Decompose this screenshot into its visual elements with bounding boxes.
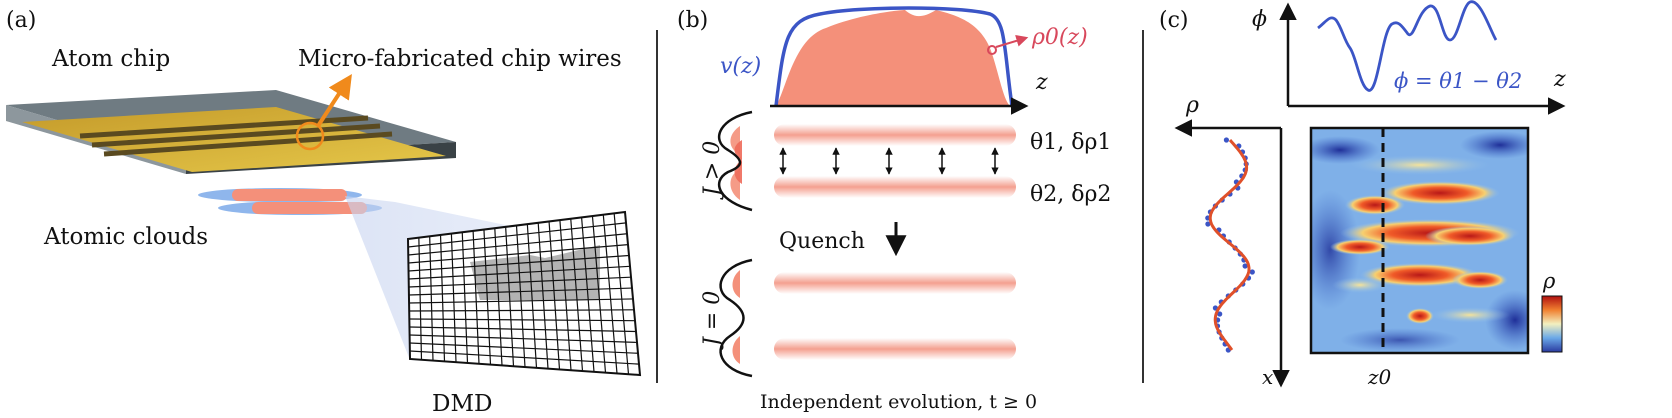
density-profile-fill — [776, 10, 1010, 106]
tunnel-coupling-arrows — [779, 147, 999, 175]
dmd-grid-line — [409, 298, 634, 304]
theta1-label: θ1, δρ1 — [1030, 130, 1111, 155]
dmd-label: DMD — [432, 391, 492, 417]
chip-wire — [91, 123, 381, 148]
density-profile-x — [1205, 137, 1255, 353]
atomic-clouds-label: Atomic clouds — [43, 224, 208, 250]
dmd-grid-line — [581, 217, 595, 372]
condensate-tube-1 — [774, 124, 1016, 146]
dmd-grid-line — [409, 342, 639, 354]
dmd-grid-line — [418, 237, 423, 360]
dmd-grid-line — [515, 225, 526, 368]
dmd-grid-line — [494, 228, 503, 366]
dmd-grid-line — [548, 221, 561, 370]
panel-c: (c) ϕ z ϕ = θ1 − θ2 ρ x — [1159, 0, 1566, 389]
density-fit-curve — [1208, 139, 1251, 351]
chip-wires-label: Micro-fabricated chip wires — [298, 46, 622, 72]
z0-label: z0 — [1367, 365, 1392, 389]
chip-wire — [103, 131, 393, 157]
theta2-label: θ2, δρ2 — [1030, 182, 1111, 207]
density-data-point — [1242, 263, 1248, 269]
dmd-grid-line — [613, 213, 630, 375]
dmd-grid-line — [408, 276, 632, 288]
dmd-grid-line — [505, 226, 515, 367]
colorbar — [1541, 295, 1563, 353]
panel-a: (a) Atom chip Micro-fabricated chip wire… — [6, 8, 642, 417]
dmd-grid-line — [450, 233, 457, 363]
dmd-grid-line — [408, 265, 631, 280]
condensate-tube-3 — [774, 272, 1016, 294]
phase-equation-label: ϕ = θ1 − θ2 — [1394, 69, 1522, 93]
density-data-point — [1249, 269, 1255, 275]
wire-pointer-arrow — [316, 73, 352, 128]
dmd-grid-line — [591, 216, 607, 373]
phi-axis-label: ϕ — [1252, 7, 1267, 32]
z-axis-label-b: z — [1035, 70, 1048, 95]
dmd-grid-line — [537, 222, 549, 369]
double-well-decoupled — [719, 258, 753, 378]
dmd-grid-line — [409, 309, 635, 312]
dmd-grid-line — [409, 350, 640, 365]
dmd-grid-line — [429, 236, 434, 361]
rho0-label: ρ0(z) — [1031, 25, 1088, 50]
phase-profile-curve — [1317, 0, 1498, 92]
atom-chip-label: Atom chip — [51, 46, 170, 72]
dmd-grid-line — [526, 224, 538, 368]
rho0-pointer-dot — [987, 45, 997, 55]
potential-label: v(z) — [720, 54, 761, 79]
dmd-grid-line — [408, 287, 633, 296]
wire-highlight-circle — [295, 121, 325, 151]
panel-b-label: (b) — [677, 8, 708, 33]
dmd-mirror-grid — [406, 210, 642, 377]
j-positive-label: J > 0 — [700, 141, 725, 200]
quench-label: Quench — [779, 229, 865, 254]
density-map — [1309, 126, 1530, 355]
rho0-pointer-arrow — [995, 35, 1029, 48]
dmd-grid-line — [409, 334, 638, 343]
dmd-grid-line — [602, 214, 618, 374]
panel-a-label: (a) — [6, 8, 36, 33]
evolution-caption: Independent evolution, t ≥ 0 — [760, 391, 1037, 413]
dmd-grid-line — [483, 229, 492, 365]
dmd-grid-line — [408, 254, 630, 272]
double-well-coupled — [717, 110, 753, 212]
rho-axis-label: ρ — [1185, 93, 1199, 118]
dmd-grid-line — [409, 326, 637, 333]
panel-b: (b) z v(z) ρ0(z) θ1, δρ1 θ2, δρ2 J > 0 Q… — [677, 6, 1111, 413]
density-data-point — [1217, 311, 1223, 317]
dmd-grid-line — [439, 234, 446, 362]
atom-chip — [6, 73, 456, 174]
panel-c-label: (c) — [1159, 8, 1189, 33]
potential-curve — [774, 6, 1014, 107]
dmd-grid-line — [472, 230, 480, 364]
dmd-grid-line — [408, 222, 627, 248]
atomic-clouds — [198, 188, 382, 215]
dmd-grid-line — [461, 232, 469, 364]
x-axis-label: x — [1262, 365, 1273, 389]
dmd-grid-line — [408, 233, 628, 256]
colorbar-label: ρ — [1542, 269, 1556, 293]
z-axis-label-c: z — [1553, 67, 1566, 92]
condensate-tube-2 — [774, 176, 1016, 198]
density-data-point — [1223, 137, 1229, 143]
dmd-grid-line — [408, 244, 629, 264]
dmd-grid-line — [559, 220, 572, 371]
j-zero-label: J = 0 — [700, 291, 725, 350]
density-data-point — [1205, 221, 1211, 227]
dmd-grid-line — [409, 318, 636, 322]
condensate-tube-4 — [774, 338, 1016, 360]
dmd-grid-line — [570, 218, 584, 372]
